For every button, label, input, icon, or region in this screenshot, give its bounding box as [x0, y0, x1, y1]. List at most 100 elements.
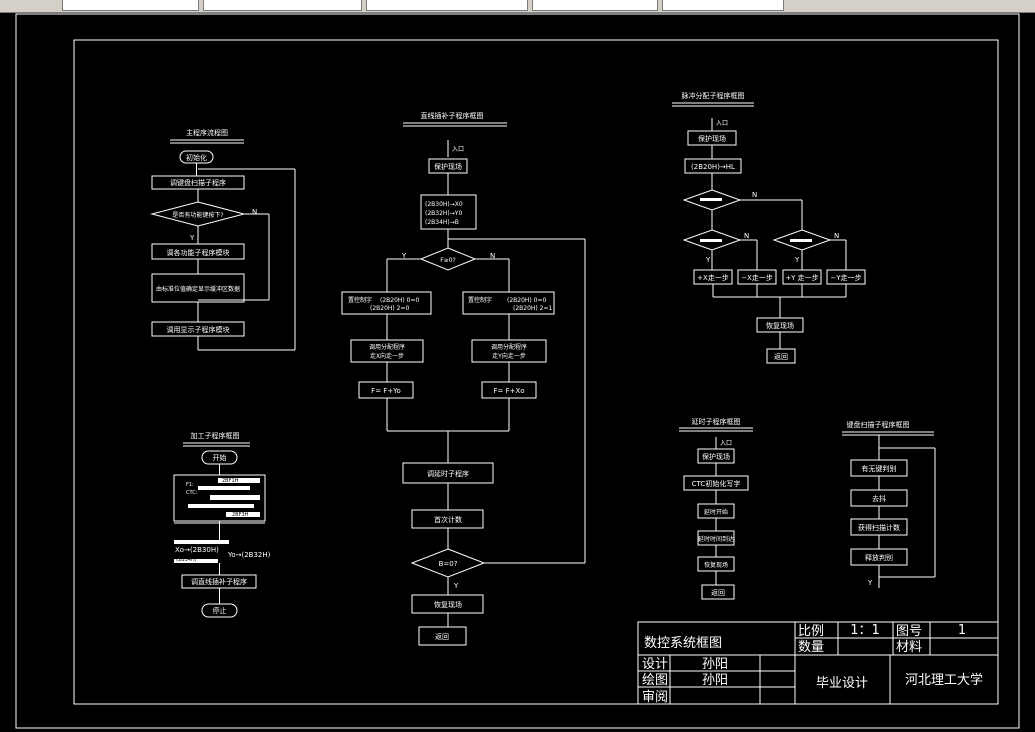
flow-label: 延时开始 [704, 508, 728, 516]
outer-frame [15, 13, 1020, 729]
flow-label: F1: [186, 482, 194, 488]
flow-label: 恢复现场 [704, 561, 728, 569]
flow-label: 置控制字 [348, 296, 372, 304]
flow-label: 比例 [798, 624, 824, 639]
flow-label: 调直线插补子程序 [191, 577, 247, 586]
flow-label: (2B20H) 0=0 [507, 297, 547, 304]
flow-label: 材料 [896, 640, 922, 655]
toolbar-field[interactable] [203, 0, 362, 11]
delay-flowchart: 延时子程序框图 入口 保护现场 CTC初始化写字 延时开始 延时时间到达 恢复现… [679, 417, 753, 600]
flow-label: 延时子程序框图 [692, 417, 741, 426]
flow-label: F≥0? [440, 257, 455, 264]
flow-line [210, 495, 260, 500]
flow-label: 调用分配程序 [369, 343, 405, 351]
keyboard-flowchart: 键盘扫描子程序框图 有无键判别 去抖 获得扫描计数 释放判别 Y [842, 420, 936, 588]
flow-label: 调延时子程序 [427, 469, 469, 478]
flow-label: 恢复现场 [434, 600, 462, 609]
flow-label: 图号 [896, 624, 922, 639]
cad-drawing-canvas[interactable]: 主程序流程图 初始化 调键盘扫描子程序 是否有功能键按下? N Y 调各功能子程… [0, 12, 1035, 732]
main-flowchart: 主程序流程图 初始化 调键盘扫描子程序 是否有功能键按下? N Y 调各功能子程… [150, 128, 296, 351]
main-flow-title: 主程序流程图 [186, 128, 228, 137]
flow-line [198, 486, 250, 490]
flow-label: −Y走一步 [830, 274, 861, 282]
flow-label: Y [705, 256, 711, 264]
flow-label: 调用显示子程序模块 [167, 325, 230, 334]
flow-label: 入口 [716, 120, 728, 127]
flow-label: CTC: [186, 490, 198, 496]
flow-label: 孙阳 [702, 657, 728, 672]
title-block: 数控系统框图 比例 1：1 图号 1 数量 材料 设计 孙阳 绘图 孙阳 审阅 … [637, 621, 999, 705]
flow-label: 调用分配程序 [491, 343, 527, 351]
flow-label: CTC初始化写字 [692, 479, 741, 488]
flow-line [174, 559, 218, 563]
flow-label: 去抖 [872, 494, 886, 503]
interp-return-node [418, 626, 467, 646]
flow-label: Y [794, 256, 800, 264]
flow-label: (2B32H)→Y0 [425, 210, 462, 217]
pulse-return-node [766, 348, 796, 364]
flow-label: 返回 [711, 589, 725, 597]
flow-label: N [744, 232, 749, 240]
flow-line [637, 621, 999, 705]
flow-label: 延时时间到达 [698, 535, 734, 543]
toolbar-field[interactable] [366, 0, 528, 11]
flow-label: +Y 走一步 [785, 274, 818, 282]
toolbar-field[interactable] [532, 0, 658, 11]
flow-label: 停止 [213, 606, 227, 615]
flow-label: 恢复现场 [766, 321, 794, 330]
flow-line [218, 478, 260, 483]
flow-line [226, 512, 260, 517]
flow-label: 返回 [774, 353, 788, 361]
pulse-load-node [684, 158, 742, 174]
flow-label: 保护现场 [698, 134, 726, 143]
flow-label: Y [453, 582, 459, 590]
interp-calc-left-node [358, 381, 414, 399]
flow-label: 直线插补子程序框图 [421, 111, 484, 120]
flow-label: F= F+Xo [493, 387, 524, 395]
flow-label: (2B20H) 0=0 [380, 297, 420, 304]
flow-label: 有无键判别 [862, 464, 897, 473]
flow-label: (2B34H)→B [425, 219, 459, 226]
flow-label: 键盘扫描子程序框图 [847, 420, 910, 429]
flow-label: 审阅 [642, 690, 668, 705]
flow-label: Y [867, 579, 873, 587]
flow-label: (2B20H) 2=1 [513, 305, 553, 312]
flow-label: 入口 [720, 440, 732, 447]
flow-label: 绘图 [642, 673, 668, 688]
flow-line [174, 540, 229, 544]
flow-label: Y [189, 234, 195, 242]
flow-label: 获得扫描计数 [858, 523, 900, 532]
flow-label: (2B30H)→X0 [425, 201, 463, 208]
flow-label: 1 [958, 623, 966, 638]
flow-label: 是否有功能键按下? [172, 211, 223, 219]
flow-label: N [834, 232, 839, 240]
flow-label: Y [401, 252, 407, 260]
flow-label: 加工子程序框图 [191, 431, 240, 440]
toolbar-field[interactable] [62, 0, 199, 11]
flow-label: 设计 [642, 657, 668, 672]
flow-label: 开始 [213, 453, 227, 462]
inner-frame [73, 39, 999, 705]
flow-label: 2BF3H [232, 512, 249, 518]
process-end-node [201, 603, 238, 618]
delay-return-node [701, 584, 735, 600]
process-flowchart: 加工子程序框图 开始 F1: CTC: 2BF1H 2BF2H 2BF3H Xo… [173, 431, 271, 618]
process-load-left: Xo→(2B30H) [175, 546, 219, 554]
flow-label: 置控制字 [468, 296, 492, 304]
flow-label: 1：1 [850, 623, 880, 638]
flow-label: 走X向走一步 [370, 352, 404, 360]
flow-label: N [252, 208, 257, 216]
flow-label: 数量 [798, 640, 824, 655]
flow-line [700, 198, 722, 201]
flow-line [700, 239, 722, 242]
flow-label: 孙阳 [702, 673, 728, 688]
toolbar-field[interactable] [662, 0, 784, 11]
flow-label: 保护现场 [434, 162, 462, 171]
top-toolbar-strip [0, 0, 1035, 13]
flow-label: (2B34H) [176, 557, 197, 563]
flow-label: N [752, 191, 757, 199]
project-label: 毕业设计 [816, 676, 868, 691]
flow-label: 2BF2H [230, 500, 247, 506]
interpolation-flowchart: 直线插补子程序框图 入口 保护现场 (2B30H)→X0 (2B32H)→Y0 … [341, 111, 586, 646]
flow-label: 初始化 [186, 153, 207, 162]
